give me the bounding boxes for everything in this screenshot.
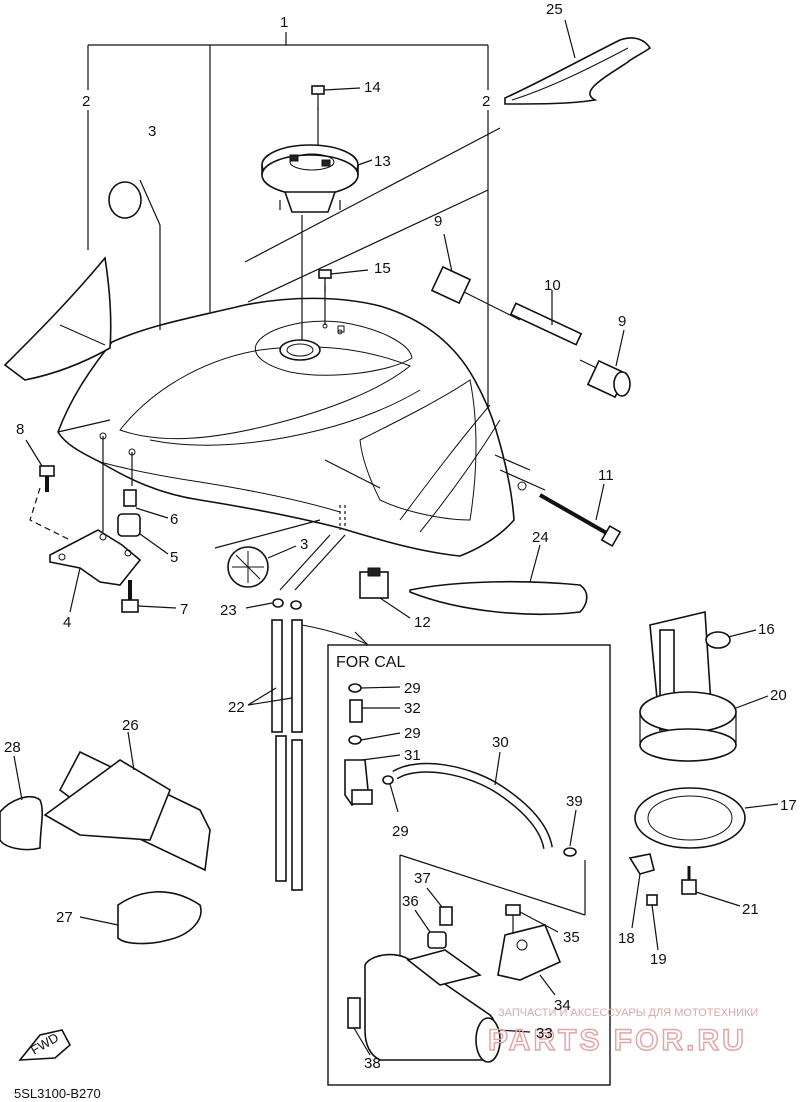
callout-11: 11 [598,467,614,484]
callout-34: 34 [554,997,571,1014]
callout-20: 20 [770,687,787,704]
callout-3-lower: 3 [300,536,308,553]
callout-15: 15 [374,260,391,277]
part-34-bracket [497,924,562,996]
part-15-bolt [318,269,369,292]
fwd-arrow [18,1029,72,1061]
part-27-cover [79,891,202,945]
callout-12: 12 [414,614,431,631]
callout-numbers: 1 2 2 3 3 4 5 6 7 8 9 9 10 11 12 13 14 1… [4,1,797,1072]
callout-19: 19 [650,951,667,968]
callout-31: 31 [404,747,421,764]
part-20-pump-base [639,691,769,762]
part-22-hoses [247,619,369,891]
callout-39: 39 [566,793,583,810]
diagram-code: 5SL3100-B270 [14,1086,101,1101]
callout-29-middle: 29 [404,725,421,742]
callout-18: 18 [618,930,635,947]
part-19-bolt [646,894,659,951]
watermark-tagline: ЗАПЧАСТИ И АКСЕССУАРЫ ДЛЯ МОТОТЕХНИКИ [498,1007,758,1019]
callout-6: 6 [170,511,178,528]
part-29-clip-top [348,683,401,693]
part-4-bracket [49,529,142,613]
callout-bracket-1 [87,32,489,410]
part-26-cover [43,731,211,872]
part-11-long-bolt [539,483,622,548]
part-18-clamp [628,853,655,929]
callout-8: 8 [16,421,24,438]
for-cal-inset [327,631,611,1086]
callout-30: 30 [492,734,509,751]
part-29-clip-middle [348,732,401,745]
part-7-bolt [121,580,177,613]
part-2-side-panel [3,256,112,381]
inset-title: FOR CAL [336,654,405,671]
callout-10: 10 [544,277,561,294]
callout-28: 28 [4,739,21,756]
part-29-clip-lower [382,775,399,813]
part-30-hose [392,751,553,850]
callout-33: 33 [536,1025,553,1042]
callout-2-right: 2 [482,93,490,110]
callout-23: 23 [220,602,237,619]
part-33-canister [364,949,531,1063]
callout-9-bottom: 9 [618,313,626,330]
callout-2-left: 2 [82,93,90,110]
callout-29-top: 29 [404,680,421,697]
part-28-cover [0,755,43,851]
callout-7: 7 [180,601,188,618]
callout-5: 5 [170,549,178,566]
part-36-grommet [414,909,447,949]
callout-38: 38 [364,1055,381,1072]
part-5-damper [117,513,169,555]
part-35-bolt [505,904,559,935]
part-3-cap-lower [227,545,297,588]
part-31-valve [344,754,401,807]
fuel-tank [57,297,531,557]
part-32-hose-short [349,699,400,723]
part-6-collar [123,489,169,519]
part-12-connector [359,567,411,619]
part-8-bolt [25,439,55,492]
part-17-gasket-ring [634,787,779,849]
callout-36: 36 [402,893,419,910]
part-9-filter-top [430,233,472,305]
part-14-bolt [311,85,361,110]
callout-17: 17 [780,797,797,814]
part-10-pipe [509,290,583,346]
part-3-cap-upper [108,181,142,219]
part-21-bolt [681,866,741,907]
callout-4: 4 [63,614,71,631]
part-13-fuel-cap [261,144,373,213]
callout-14: 14 [364,79,381,96]
callout-24: 24 [532,529,549,546]
callout-1: 1 [280,14,288,31]
part-9-filter-bottom [586,329,631,399]
callout-3-upper: 3 [148,123,156,140]
callout-22: 22 [228,699,245,716]
callout-32: 32 [404,700,421,717]
callout-29-lower: 29 [392,823,409,840]
part-23-clips [245,598,302,610]
part-24-trim-strip [409,544,588,615]
callout-25: 25 [546,1,563,18]
callout-16: 16 [758,621,775,638]
callout-9-top: 9 [434,213,442,230]
callout-27: 27 [56,909,73,926]
callout-37: 37 [414,870,431,887]
callout-21: 21 [742,901,759,918]
part-39-clip [563,809,577,857]
part-37-collar [426,887,453,926]
part-38-collar [347,997,371,1056]
part-25-side-cover-strip [504,19,652,105]
callout-13: 13 [374,153,391,170]
callout-26: 26 [122,717,139,734]
watermark-brand: PARTS FOR.RU [488,1024,747,1057]
callout-35: 35 [563,929,580,946]
